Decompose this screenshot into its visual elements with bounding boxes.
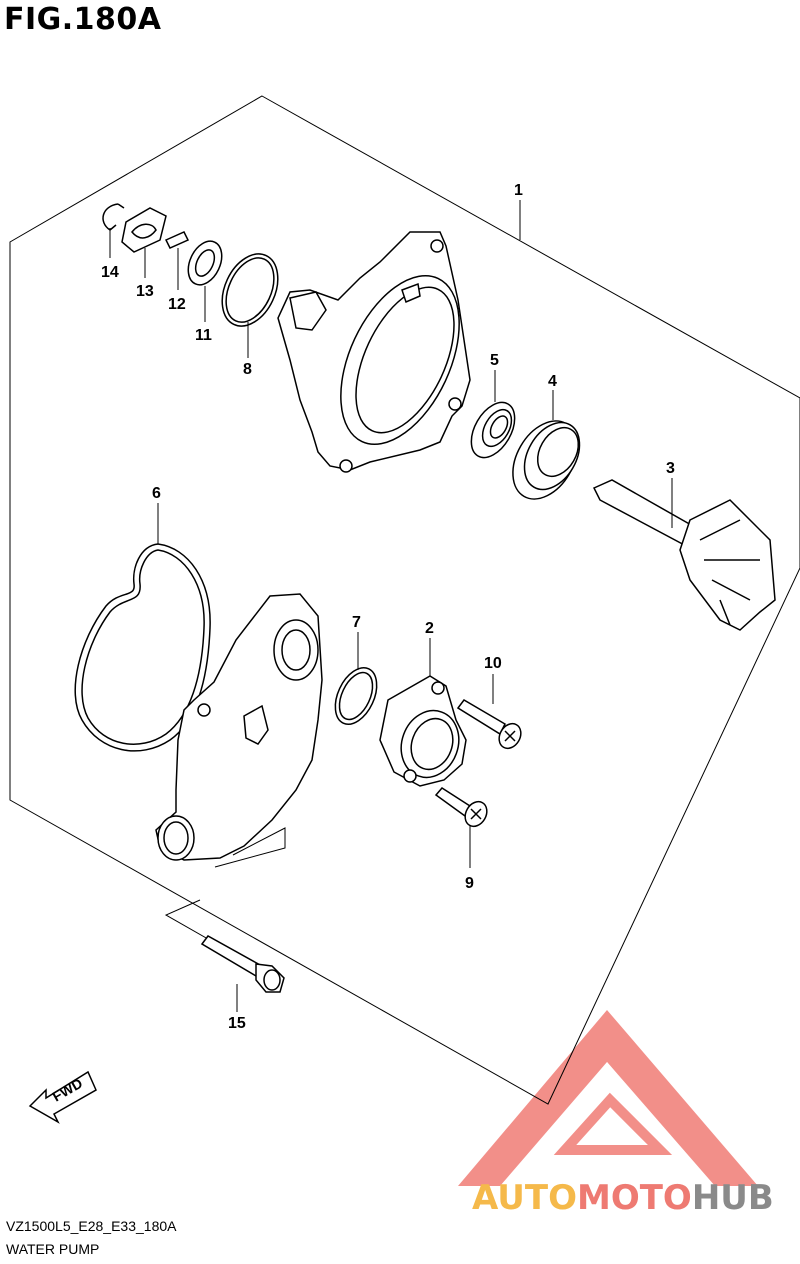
watermark-text: AUTOMOTOHUB bbox=[472, 1178, 774, 1218]
o-ring-small-part bbox=[334, 667, 378, 725]
callout-2: 2 bbox=[425, 620, 434, 637]
forward-arrow-icon: FWD bbox=[28, 1070, 97, 1124]
callout-6: 6 bbox=[152, 485, 161, 502]
figure-name: WATER PUMP bbox=[6, 1241, 100, 1257]
circlip-part bbox=[102, 203, 125, 231]
figure-title: FIG.180A bbox=[4, 2, 162, 37]
assembly-outline bbox=[9, 95, 800, 1105]
retainer-part bbox=[121, 207, 167, 253]
bolt-group-outline bbox=[214, 827, 286, 868]
callouts: 1 2 3 4 5 6 7 8 9 10 11 12 13 14 15 bbox=[101, 182, 675, 1032]
pump-housing-part bbox=[277, 231, 471, 473]
pin-part bbox=[164, 231, 190, 249]
callout-5: 5 bbox=[490, 352, 499, 369]
callout-11: 11 bbox=[195, 327, 212, 344]
callout-15: 15 bbox=[228, 1015, 246, 1032]
callout-3: 3 bbox=[666, 460, 675, 477]
oil-seal-part bbox=[470, 401, 516, 459]
screw-long-part bbox=[456, 699, 522, 750]
washer-part bbox=[187, 240, 223, 286]
callout-13: 13 bbox=[136, 283, 154, 300]
callout-10: 10 bbox=[484, 655, 502, 672]
callout-9: 9 bbox=[465, 875, 474, 892]
watermark-auto: AUTO bbox=[472, 1178, 577, 1218]
gasket-part bbox=[74, 543, 211, 752]
callout-7: 7 bbox=[352, 614, 361, 631]
impeller-shaft-part bbox=[592, 479, 776, 631]
watermark-logo-icon bbox=[458, 1010, 758, 1186]
pump-body-part bbox=[155, 593, 323, 861]
connector-part bbox=[379, 675, 467, 787]
screw-short-part bbox=[434, 787, 488, 828]
watermark-moto: MOTO bbox=[576, 1178, 692, 1218]
o-ring-part bbox=[221, 253, 279, 327]
bolt-part bbox=[200, 935, 285, 993]
callout-8: 8 bbox=[243, 361, 252, 378]
watermark-hub: HUB bbox=[691, 1178, 774, 1218]
callout-14: 14 bbox=[101, 264, 119, 281]
callout-4: 4 bbox=[548, 373, 557, 390]
leader-lines bbox=[109, 200, 673, 1012]
callout-12: 12 bbox=[168, 296, 186, 313]
mechanical-seal-part bbox=[512, 420, 581, 500]
model-code: VZ1500L5_E28_E33_180A bbox=[6, 1218, 177, 1234]
callout-1: 1 bbox=[514, 182, 523, 199]
